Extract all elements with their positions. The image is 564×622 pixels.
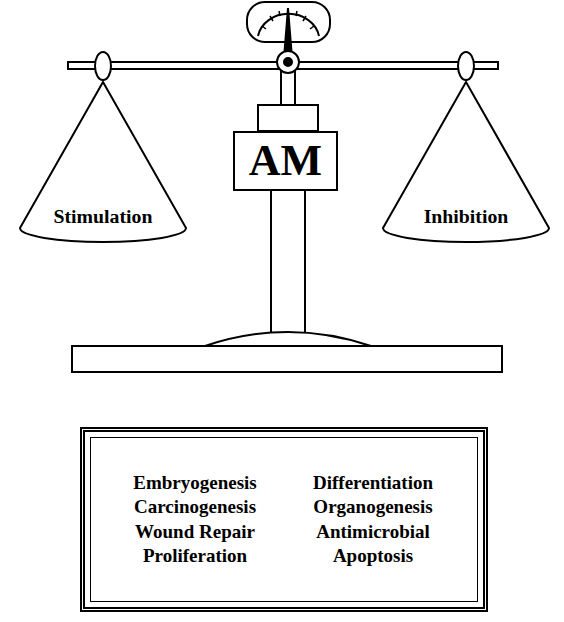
pivot — [277, 51, 299, 73]
term-label: Carcinogenesis — [111, 495, 279, 520]
pan-hook — [95, 52, 111, 80]
term-label: Wound Repair — [111, 520, 279, 545]
node-label: Stimulation — [19, 203, 187, 229]
term-label: Antimicrobial — [289, 520, 457, 545]
term-label: Proliferation — [111, 544, 279, 569]
term-label: Apoptosis — [289, 544, 457, 569]
base-platform — [72, 346, 502, 372]
balance-pan: Stimulation — [19, 82, 187, 244]
term-label: Differentiation — [289, 471, 457, 496]
balance-pan: Inhibition — [382, 82, 550, 244]
base-dome — [205, 332, 371, 346]
term-panel: Embryogenesis DifferentiationCarcinogenes… — [80, 427, 488, 612]
pan-shape — [20, 82, 186, 242]
node-label: Inhibition — [382, 203, 550, 229]
term-label: Embryogenesis — [111, 471, 279, 496]
term-label: Organogenesis — [289, 495, 457, 520]
post-column — [271, 190, 305, 338]
label-box: AM — [233, 131, 338, 191]
pivot-pin — [284, 58, 292, 66]
pan-shape — [383, 82, 549, 242]
pan-hook — [458, 52, 474, 80]
post-collar — [258, 105, 318, 131]
node-label: AM — [249, 137, 322, 185]
